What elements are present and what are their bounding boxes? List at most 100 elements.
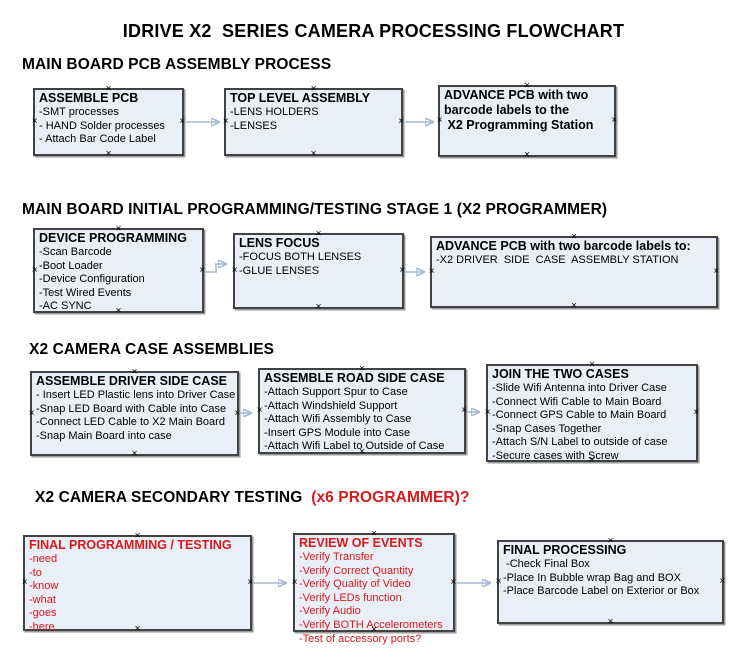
box-line: -Scan Barcode bbox=[39, 246, 112, 258]
box-line: -Snap LED Board with Cable into Case bbox=[36, 402, 227, 415]
connection-handle-icon: × bbox=[315, 301, 322, 313]
box-line: -Snap Cases Together bbox=[492, 422, 602, 435]
connection-handle-icon: × bbox=[105, 148, 112, 160]
connection-handle-icon: × bbox=[484, 407, 491, 418]
connection-handle-icon: × bbox=[231, 265, 238, 276]
box-lines: -SMT processes- HAND Solder processes- A… bbox=[39, 106, 179, 147]
box-line: - HAND Solder processes bbox=[39, 119, 165, 132]
connection-handle-icon: × bbox=[693, 407, 700, 418]
section-heading-pcb-assembly: MAIN BOARD PCB ASSEMBLY PROCESS bbox=[22, 56, 332, 73]
flow-box-final-processing: FINAL PROCESSING -Check Final Box-Place … bbox=[495, 536, 726, 627]
connection-handle-icon: × bbox=[31, 116, 38, 127]
box-line: -SMT processes bbox=[39, 106, 119, 118]
flow-box-lens-focus: LENS FOCUS -FOCUS BOTH LENSES-GLUE LENSE… bbox=[231, 229, 405, 312]
box-line: -Check Final Box bbox=[503, 558, 590, 570]
box-title: TOP LEVEL ASSEMBLY bbox=[230, 91, 371, 105]
box-title: ASSEMBLE DRIVER SIDE CASE bbox=[36, 374, 228, 388]
box-line: -Place In Bubble wrap Bag and BOX bbox=[503, 571, 681, 584]
box-title: ADVANCE PCB with two barcode labels to: bbox=[436, 239, 691, 253]
box-line: -X2 DRIVER SIDE CASE ASSEMBLY STATION bbox=[436, 254, 679, 266]
connection-handle-icon: × bbox=[247, 577, 254, 588]
box-line: -LENS HOLDERS bbox=[230, 106, 319, 118]
flow-box-assemble-road-side-case: ASSEMBLE ROAD SIDE CASE -Attach Support … bbox=[256, 364, 468, 457]
section-heading-red-suffix: (x6 PROGRAMMER)? bbox=[306, 489, 470, 506]
box-line: -Slide Wifi Antenna into Driver Case bbox=[492, 382, 667, 394]
flow-box-review-of-events: REVIEW OF EVENTS -Verify Transfer-Verify… bbox=[292, 529, 457, 645]
box-line: -Device Configuration bbox=[39, 273, 145, 286]
box-line: -Attach Windshield Support bbox=[264, 399, 398, 412]
box-lines: -LENS HOLDERS-LENSES bbox=[230, 106, 398, 133]
connection-handle-icon: × bbox=[461, 405, 468, 416]
box-line: -Attach Support Spur to Case bbox=[264, 386, 408, 398]
flow-box-join-the-two-cases: JOIN THE TWO CASES -Slide Wifi Antenna i… bbox=[484, 360, 700, 465]
box-line: -Connect GPS Cable to Main Board bbox=[492, 409, 667, 422]
connection-handle-icon: × bbox=[21, 577, 28, 588]
box-line: - Insert LED Plastic lens into Driver Ca… bbox=[36, 389, 236, 401]
section-heading-text: X2 CAMERA SECONDARY TESTING bbox=[35, 489, 307, 506]
connector-arrow bbox=[205, 264, 226, 273]
box-title: REVIEW OF EVENTS bbox=[299, 536, 423, 550]
connection-handle-icon: × bbox=[234, 407, 241, 419]
connection-handle-icon: × bbox=[719, 576, 726, 587]
box-line: - Attach Bar Code Label bbox=[39, 133, 156, 146]
section-heading-case-assemblies: X2 CAMERA CASE ASSEMBLIES bbox=[29, 341, 275, 358]
connection-handle-icon: × bbox=[450, 576, 457, 588]
box-line: -Verify Quality of Video bbox=[299, 578, 411, 591]
connection-handle-icon: × bbox=[398, 116, 405, 127]
box-lines: -X2 DRIVER SIDE CASE ASSEMBLY STATION bbox=[436, 254, 713, 268]
connection-handle-icon: × bbox=[256, 405, 263, 416]
box-title: ASSEMBLE PCB bbox=[39, 91, 139, 105]
box-line: -Place Barcode Label on Exterior or Box bbox=[503, 585, 700, 598]
flow-box-final-programming-testing: FINAL PROGRAMMING / TESTING -need-to-kno… bbox=[21, 531, 254, 634]
box-lines: -Scan Barcode-Boot Loader-Device Configu… bbox=[39, 246, 199, 314]
box-lines: -Slide Wifi Antenna into Driver Case -Con… bbox=[492, 382, 693, 464]
flow-box-device-programming: DEVICE PROGRAMMING -Scan Barcode-Boot Lo… bbox=[32, 224, 206, 316]
box-line: -Test of accessory ports? bbox=[299, 632, 422, 645]
connection-handle-icon: × bbox=[607, 616, 614, 628]
connection-handle-icon: × bbox=[199, 264, 206, 276]
box-line: -Insert GPS Module into Case bbox=[264, 426, 411, 439]
box-line: -here bbox=[29, 620, 55, 633]
connection-handle-icon: × bbox=[713, 266, 720, 277]
box-line: -Verify LEDs function bbox=[299, 591, 402, 604]
connection-handle-icon: × bbox=[28, 407, 35, 419]
box-lines: -need-to-know-what-goes-here bbox=[29, 553, 247, 635]
flow-box-advance-pcb-driver-side: ADVANCE PCB with two barcode labels to: … bbox=[428, 232, 720, 311]
connection-handle-icon: × bbox=[179, 116, 186, 127]
section-heading-initial-programming: MAIN BOARD INITIAL PROGRAMMING/TESTING S… bbox=[22, 201, 608, 218]
box-line: -Verify Audio bbox=[299, 605, 361, 618]
box-lines: -Verify Transfer-Verify Correct Quantity… bbox=[299, 551, 450, 646]
flow-box-advance-pcb-programming-station: ADVANCE PCB with two barcode labels to t… bbox=[437, 81, 618, 160]
flow-box-assemble-pcb: ASSEMBLE PCB -SMT processes- HAND Solder… bbox=[31, 84, 186, 159]
box-title: DEVICE PROGRAMMING bbox=[39, 231, 187, 245]
connection-handle-icon: × bbox=[571, 300, 577, 312]
connection-handle-icon: × bbox=[428, 266, 435, 277]
box-lines: -Check Final Box-Place In Bubble wrap Ba… bbox=[503, 558, 719, 599]
box-title: FINAL PROGRAMMING / TESTING bbox=[29, 538, 232, 552]
box-line: -Secure cases with Screw bbox=[492, 449, 619, 462]
box-line: -LENSES bbox=[230, 119, 278, 132]
flow-box-top-level-assembly: TOP LEVEL ASSEMBLY -LENS HOLDERS-LENSES … bbox=[222, 84, 405, 159]
box-line: -GLUE LENSES bbox=[239, 264, 320, 277]
box-line: -Verify BOTH Accelerometers bbox=[299, 618, 443, 631]
box-line: -what bbox=[29, 593, 56, 606]
connection-handle-icon: × bbox=[524, 149, 530, 161]
connection-handle-icon: × bbox=[131, 448, 138, 460]
page-title: IDRIVE X2 SERIES CAMERA PROCESSING FLOWC… bbox=[122, 21, 625, 41]
box-lines: -Attach Support Spur to Case-Attach Wind… bbox=[264, 386, 461, 454]
box-line: -Connect LED Cable to X2 Main Board bbox=[36, 416, 225, 429]
box-title: ASSEMBLE ROAD SIDE CASE bbox=[264, 371, 445, 385]
box-line: -AC SYNC bbox=[39, 300, 92, 313]
box-line: -Snap Main Board into case bbox=[36, 429, 172, 442]
box-title: FINAL PROCESSING bbox=[503, 543, 627, 557]
connection-handle-icon: × bbox=[611, 115, 618, 126]
box-line: -need bbox=[29, 553, 58, 565]
connection-handle-icon: × bbox=[495, 576, 502, 587]
box-line: -know bbox=[29, 580, 59, 593]
connection-handle-icon: × bbox=[222, 116, 229, 127]
connection-handle-icon: × bbox=[310, 148, 317, 160]
box-line: -to bbox=[29, 566, 42, 579]
box-line: -Test Wired Events bbox=[39, 286, 132, 299]
box-line: -Attach Wifi Label to Outside of Case bbox=[264, 440, 445, 453]
